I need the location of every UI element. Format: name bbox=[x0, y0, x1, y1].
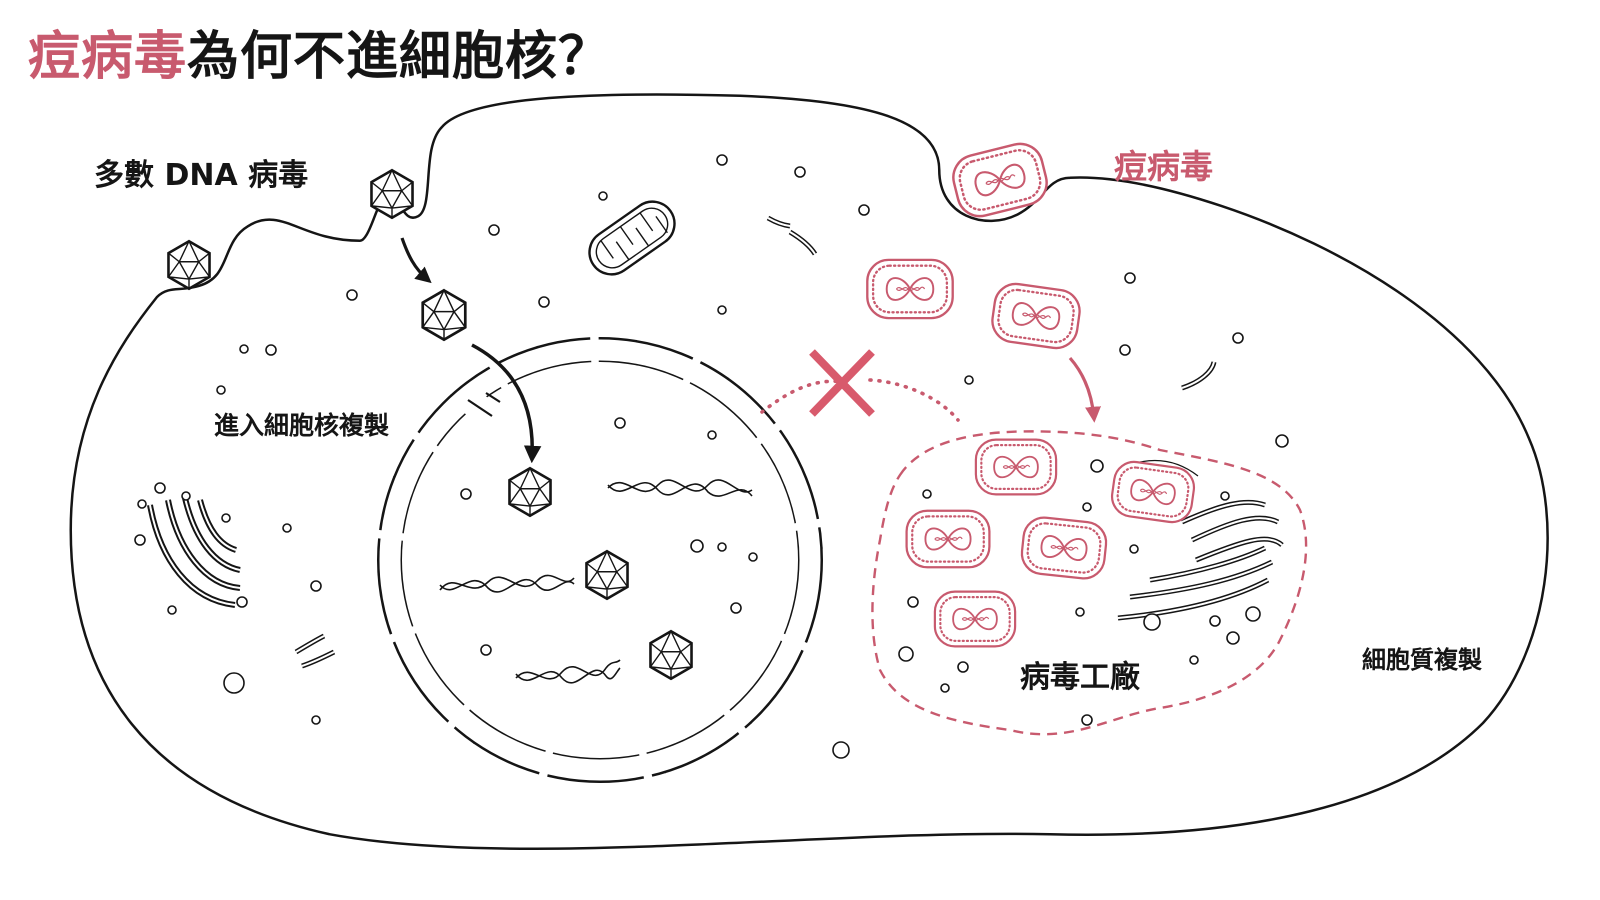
dna-virus-icon bbox=[508, 466, 552, 518]
label-nucleus-replication: 進入細胞核複製 bbox=[214, 411, 390, 440]
factory-arrow bbox=[1068, 356, 1101, 423]
poxvirus-icon bbox=[866, 258, 954, 320]
dna-virus-icon bbox=[421, 289, 467, 341]
poxvirus-icon bbox=[974, 438, 1058, 496]
factory-vesicles bbox=[898, 459, 1261, 693]
poxvirus-icon bbox=[1018, 514, 1110, 582]
label-cytoplasm-replication: 細胞質複製 bbox=[1362, 646, 1482, 674]
vesicles-left bbox=[134, 482, 248, 615]
cytoplasm-vesicles bbox=[216, 154, 1289, 759]
virus-factory-region bbox=[871, 430, 1308, 736]
dna-virus-icon bbox=[167, 239, 211, 291]
label-dna-virus: 多數 DNA 病毒 bbox=[94, 158, 309, 193]
dna-virus-icon bbox=[649, 629, 693, 681]
poxvirus-icon bbox=[1108, 458, 1198, 526]
poxvirus-icon bbox=[988, 280, 1084, 352]
page-title: 痘病毒為何不進細胞核？ bbox=[28, 14, 611, 89]
blocked-x-icon bbox=[809, 349, 875, 417]
label-virus-factory: 病毒工廠 bbox=[1020, 660, 1140, 695]
golgi-apparatus bbox=[147, 497, 241, 608]
dna-strands bbox=[439, 479, 753, 684]
label-poxvirus: 痘病毒 bbox=[1114, 147, 1213, 186]
nucleus-arrow bbox=[471, 343, 542, 464]
dna-virus-icon bbox=[585, 549, 629, 601]
entry-arrow bbox=[400, 237, 432, 284]
mitochondrion bbox=[588, 200, 676, 276]
title-rest: 為何不進細胞核？ bbox=[187, 27, 612, 87]
poxvirus-icon bbox=[905, 509, 991, 569]
title-highlight: 痘病毒 bbox=[28, 27, 188, 87]
poxvirus-icon bbox=[933, 590, 1017, 648]
dna-virus-icon bbox=[370, 168, 414, 220]
